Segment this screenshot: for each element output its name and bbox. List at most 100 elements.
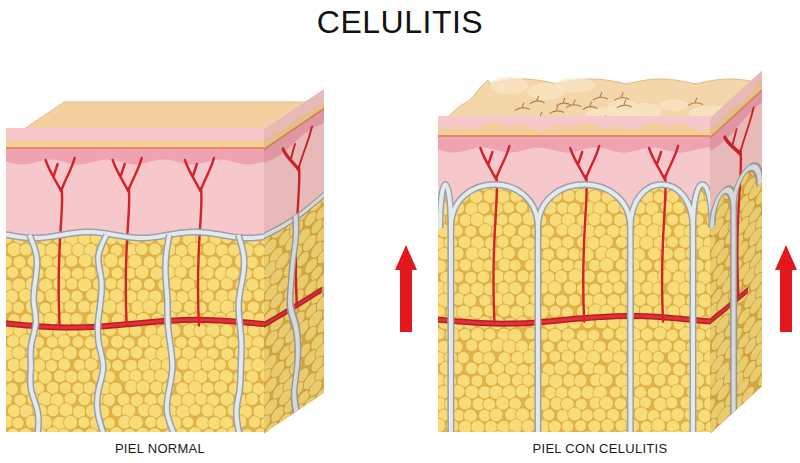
- fat-cell: [438, 178, 439, 191]
- fat-cell: [509, 419, 523, 432]
- fat-cells: [6, 219, 268, 432]
- fat-cell: [438, 418, 446, 432]
- fat-cell: [106, 348, 118, 360]
- capillary: [649, 146, 678, 322]
- fat-cell: [188, 288, 202, 302]
- fat-cell: [497, 304, 510, 317]
- fat-cell: [471, 420, 485, 432]
- septum: [627, 228, 634, 432]
- fat-cell: [509, 281, 522, 294]
- basal-layer: [438, 135, 714, 137]
- capillary: [185, 158, 214, 326]
- surface-lump: [607, 100, 639, 113]
- fat-cell: [568, 407, 582, 421]
- fat-cell: [557, 156, 569, 168]
- fat-cell: [671, 430, 685, 432]
- fat-cell: [78, 300, 91, 313]
- fat-cell: [220, 277, 233, 290]
- face-layers: [438, 116, 714, 432]
- capillary: [570, 146, 599, 322]
- fat-cell: [70, 313, 83, 326]
- capillary: [113, 158, 142, 326]
- fat-cell: [640, 421, 652, 432]
- fat-cell: [135, 243, 148, 256]
- capillary: [480, 146, 509, 322]
- fat-cell: [632, 155, 645, 168]
- septum: [165, 235, 173, 432]
- fat-cell: [666, 397, 678, 409]
- skin-block: [424, 63, 769, 460]
- septum: [536, 228, 540, 432]
- fat-cell: [13, 370, 26, 383]
- fat-cell: [543, 155, 556, 168]
- fat-cell: [201, 266, 214, 279]
- fat-cell: [522, 166, 536, 180]
- fat-cell: [150, 267, 164, 281]
- fat-cell: [601, 282, 614, 295]
- septum: [447, 228, 454, 432]
- fat-cell: [521, 420, 535, 432]
- fat-cell: [621, 155, 634, 168]
- fat-cell: [516, 432, 530, 433]
- fat-cell: [215, 428, 229, 432]
- fat-cell: [563, 281, 577, 295]
- fat-cell: [671, 408, 685, 422]
- fat-cell: [483, 352, 496, 365]
- side-shade: [264, 89, 324, 434]
- fat-cell: [594, 432, 607, 433]
- fat-cell: [65, 370, 78, 383]
- fat-cell: [227, 221, 239, 233]
- fat-cell: [438, 167, 445, 180]
- fat-cell: [150, 381, 163, 394]
- fat-cell: [661, 201, 674, 214]
- fat-cell: [123, 428, 136, 432]
- fat-cell: [484, 420, 498, 432]
- fat-cell: [581, 431, 595, 432]
- fat-cell: [438, 156, 451, 169]
- fat-cell: [103, 393, 116, 406]
- fat-cell: [600, 258, 614, 272]
- fat-cell: [536, 167, 550, 181]
- fat-cell: [147, 428, 161, 432]
- fat-cell: [601, 419, 615, 432]
- septum: [449, 228, 453, 432]
- basal-layer: [6, 147, 268, 149]
- surface-crease: [530, 96, 545, 104]
- septum: [628, 228, 632, 432]
- fat-cell: [7, 358, 21, 372]
- fat-cell: [510, 235, 523, 248]
- fat-cell: [588, 420, 601, 432]
- septum: [30, 235, 39, 432]
- fat-cell: [47, 404, 60, 417]
- fat-cell: [658, 224, 672, 238]
- fat-cell: [208, 369, 221, 382]
- fat-cell: [589, 167, 603, 181]
- title: CELULITIS: [317, 4, 483, 41]
- fat-cell: [608, 431, 622, 432]
- epidermis: [6, 138, 268, 148]
- fat-cell: [214, 359, 226, 371]
- fat-cell: [6, 301, 13, 314]
- fat-cell: [648, 431, 661, 432]
- front-face: [424, 116, 726, 446]
- fat-cell: [7, 242, 21, 256]
- fat-cell: [130, 278, 143, 291]
- fat-cell: [583, 270, 596, 283]
- fat-cell: [549, 350, 561, 362]
- fat-cell: [6, 256, 12, 268]
- fat-layer: [438, 185, 714, 433]
- fat-cell: [588, 213, 601, 226]
- fat-cell: [697, 430, 711, 432]
- septum: [97, 235, 107, 432]
- fat-cell: [459, 328, 471, 340]
- fat-cell: [112, 359, 124, 371]
- fat-cell: [466, 339, 478, 351]
- fat-cell: [568, 363, 580, 375]
- fat-cell: [626, 166, 639, 179]
- fat-cell: [563, 168, 576, 181]
- surface-crease: [515, 102, 530, 110]
- fat-cell: [110, 335, 123, 348]
- fat-cell: [479, 223, 492, 236]
- septum: [6, 232, 264, 238]
